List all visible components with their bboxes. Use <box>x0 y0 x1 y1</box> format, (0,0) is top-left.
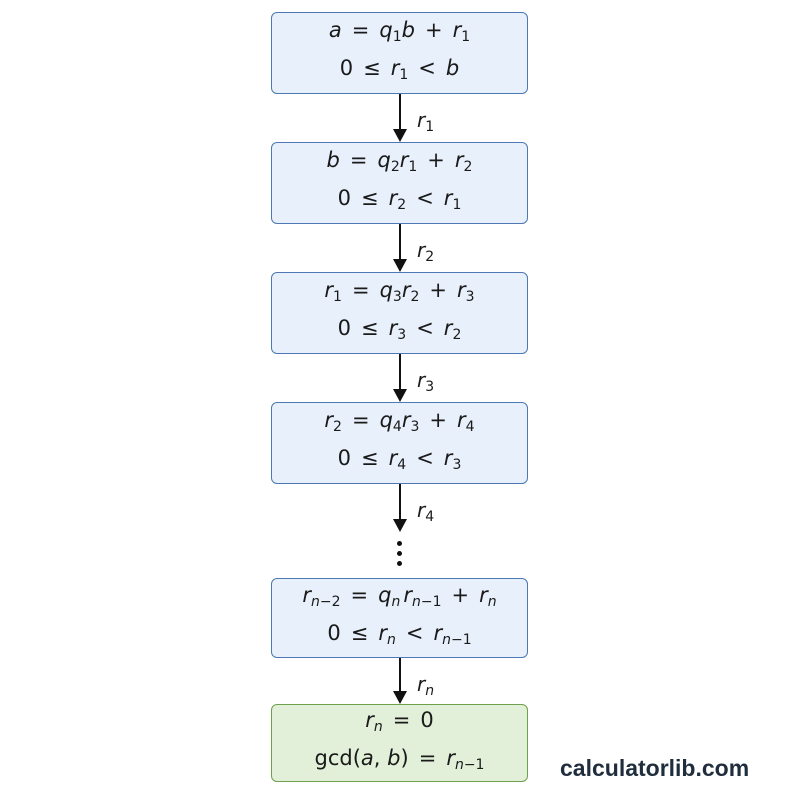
arrow-4 <box>392 484 408 532</box>
step-2-bound: 0≤r2<r1 <box>337 186 462 213</box>
step-box-3: r1=q3r2+r3 0≤r3<r2 <box>271 272 528 354</box>
arrow-label-2: r2 <box>417 238 435 265</box>
step-4-equation: r2=q4r3+r4 <box>324 408 475 435</box>
step-box-4: r2=q4r3+r4 0≤r4<r3 <box>271 402 528 484</box>
arrow-label-1: r1 <box>417 108 435 135</box>
arrow-2 <box>392 224 408 272</box>
arrow-3 <box>392 354 408 402</box>
step-1-equation: a=q1b+r1 <box>328 18 471 45</box>
step-2-equation: b=q2r1+r2 <box>326 148 473 175</box>
arrow-label-n: rn <box>417 672 435 699</box>
final-equation: rn=0 <box>365 708 434 735</box>
arrow-label-3: r3 <box>417 368 435 395</box>
step-3-bound: 0≤r3<r2 <box>337 316 462 343</box>
step-3-equation: r1=q3r2+r3 <box>324 278 475 305</box>
arrow-label-4: r4 <box>417 498 435 525</box>
step-box-1: a=q1b+r1 0≤r1<b <box>271 12 528 94</box>
step-n-bound: 0≤rn<rn−1 <box>327 621 472 648</box>
step-box-2: b=q2r1+r2 0≤r2<r1 <box>271 142 528 224</box>
arrow-n <box>392 658 408 704</box>
watermark: calculatorlib.com <box>560 755 750 781</box>
final-result: gcd(a, b)=rn−1 <box>314 746 485 773</box>
step-1-bound: 0≤r1<b <box>339 56 460 83</box>
step-4-bound: 0≤r4<r3 <box>337 446 462 473</box>
arrow-1 <box>392 94 408 142</box>
final-box: rn=0 gcd(a, b)=rn−1 <box>271 704 528 782</box>
